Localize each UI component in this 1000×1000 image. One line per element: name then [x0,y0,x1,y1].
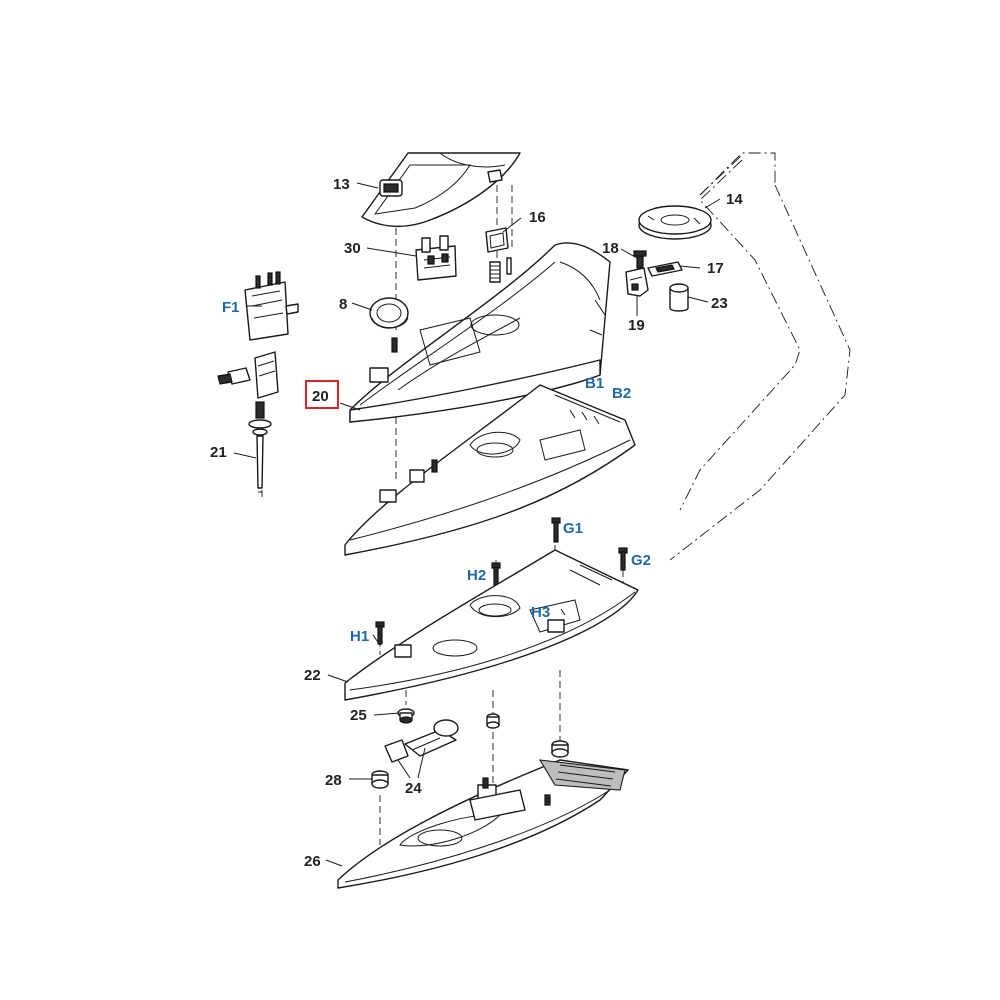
label-F1: F1 [222,299,240,316]
label-19: 19 [628,317,645,334]
label-13: 13 [333,176,350,193]
grommet-mid [486,713,500,729]
part-14-round-cap [638,205,712,240]
label-G1: G1 [563,520,583,537]
label-H2: H2 [467,567,486,584]
label-22: 22 [304,667,321,684]
label-28: 28 [325,772,342,789]
label-17: 17 [707,260,724,277]
part-16-button [485,227,509,253]
label-8: 8 [339,296,347,313]
part-F1-thermostat [217,271,299,399]
part-30-switch [415,235,457,281]
part-B-lower-housing [344,384,636,556]
label-B1: B1 [585,375,604,392]
label-16: 16 [529,209,546,226]
part-23-cylinder [669,283,689,312]
part-8-ring-seal [369,297,409,329]
label-20: 20 [312,388,329,405]
part-21-long-screw [248,401,272,493]
part-13-handle-top-cover [361,152,521,228]
callout-labels: 13 16 14 30 18 17 F1 8 23 19 20 B1 B2 21… [210,176,743,870]
leader-lines [233,182,721,867]
label-G2: G2 [631,552,651,569]
label-21: 21 [210,444,227,461]
label-26: 26 [304,853,321,870]
highlight-box-20 [305,380,339,409]
part-20-main-housing [349,242,611,423]
part-19-bracket [625,267,649,297]
part-18-screw [633,250,647,269]
label-14: 14 [726,191,743,208]
spring-assembly [489,257,512,283]
part-22-base-shell [344,549,639,701]
label-23: 23 [711,295,728,312]
screw-G1 [551,517,561,543]
part-26-soleplate [337,759,629,889]
screw-H2 [491,562,501,586]
grommet-right [551,740,569,758]
label-B2: B2 [612,385,631,402]
part-24-valve [384,719,459,763]
screw-H1 [375,621,385,645]
part-17-clip [647,261,683,277]
label-H3: H3 [531,604,550,621]
part-25-grommet [397,708,415,724]
label-25: 25 [350,707,367,724]
label-24: 24 [405,780,422,797]
label-30: 30 [344,240,361,257]
part-28-grommet [371,770,389,789]
label-18: 18 [602,240,619,257]
label-H1: H1 [350,628,369,645]
screw-G2 [618,547,628,571]
